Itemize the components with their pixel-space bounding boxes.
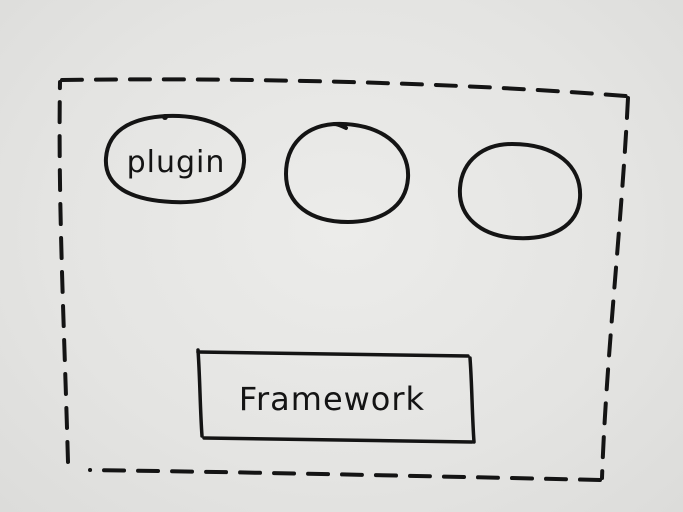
framework-label: Framework bbox=[239, 380, 425, 418]
plugin-label: plugin bbox=[127, 145, 226, 180]
anchor-dot bbox=[162, 114, 168, 120]
dashed-boundary bbox=[57, 77, 630, 482]
plugin-node-3 bbox=[457, 142, 583, 241]
framework-box: Framework bbox=[196, 348, 476, 444]
plugin-node-1: plugin bbox=[103, 113, 247, 205]
plugin-node-2 bbox=[284, 121, 411, 224]
